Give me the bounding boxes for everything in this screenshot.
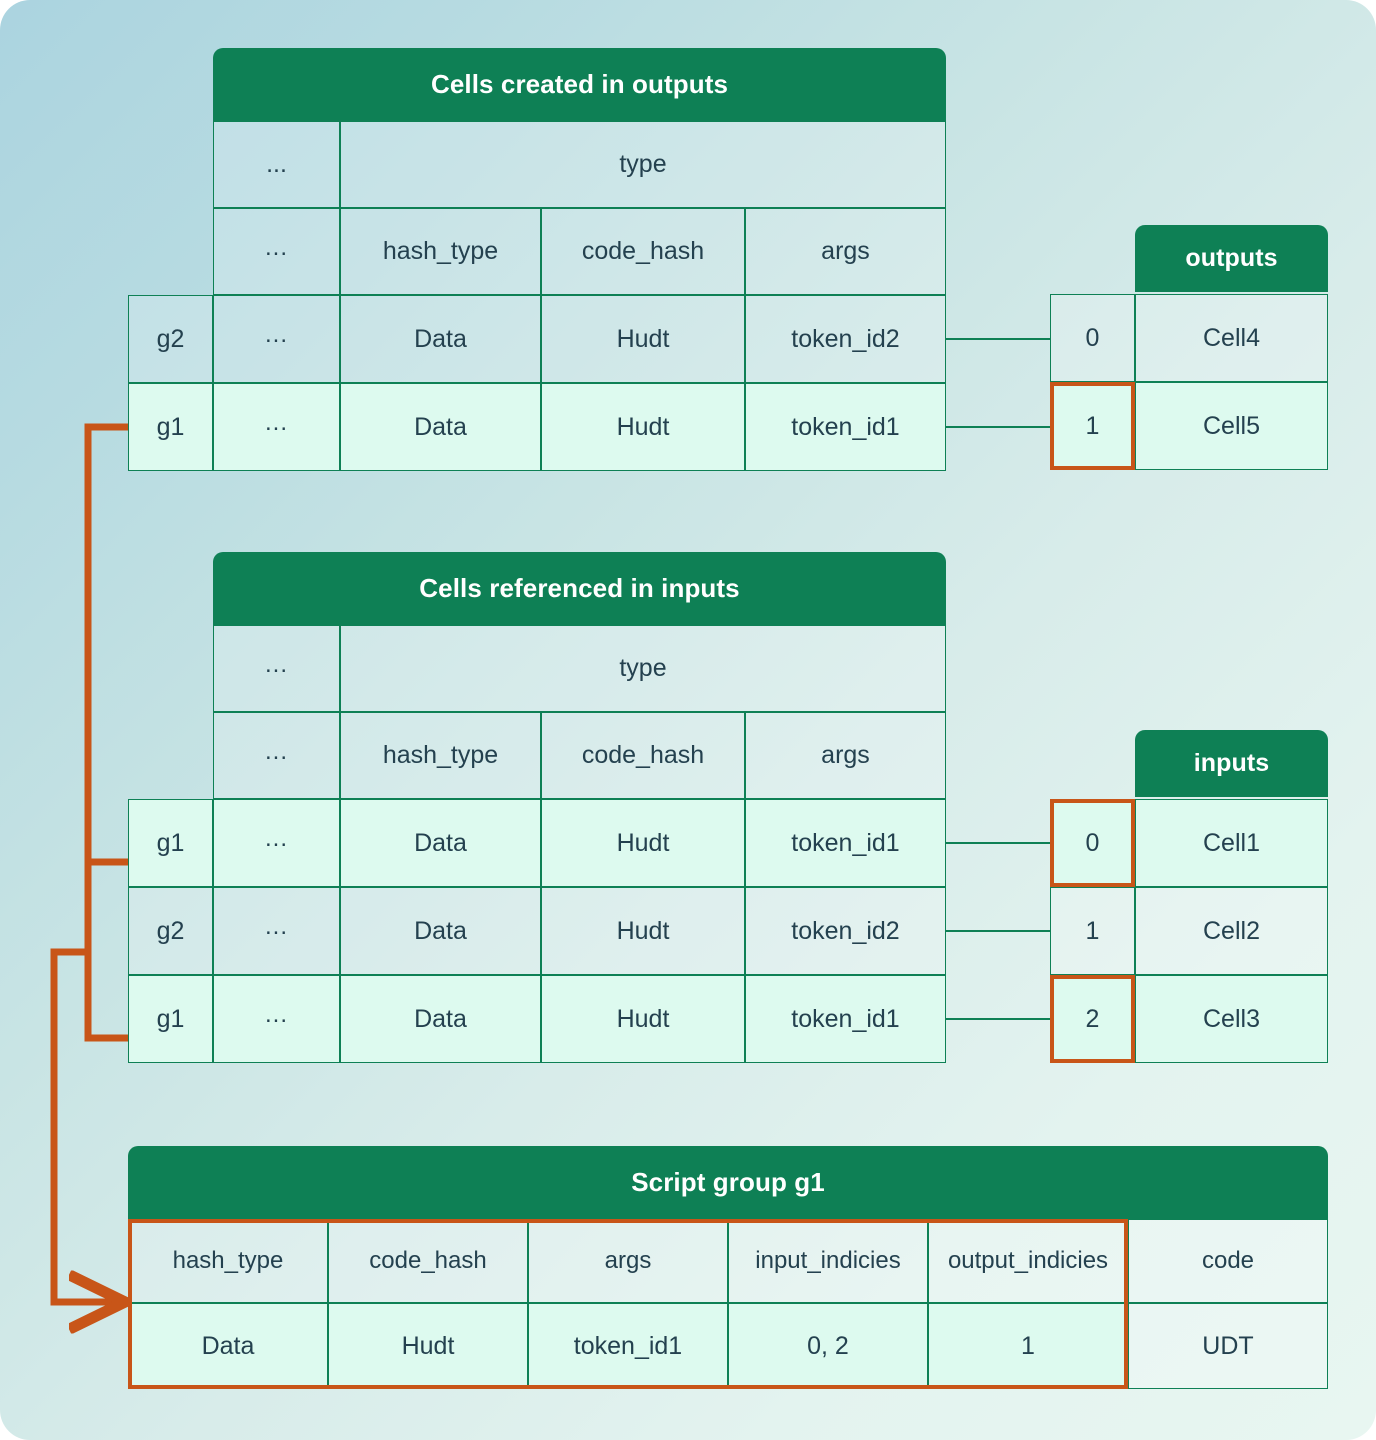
- outputs-index-cell5: Cell5: [1135, 382, 1328, 470]
- outputs-index-table: outputs: [1135, 225, 1328, 292]
- inputs-subcol-dots: ...: [213, 712, 340, 799]
- outputs-subcol-hash-type: hash_type: [340, 208, 541, 295]
- inputs-row1-dots: ...: [213, 887, 340, 975]
- outputs-cells-title: Cells created in outputs: [213, 48, 946, 121]
- outputs-row1-hash-type: Data: [340, 383, 541, 471]
- inputs-cells-table: Cells referenced in inputs: [213, 552, 946, 625]
- inputs-index-cell2: Cell2: [1135, 887, 1328, 975]
- inputs-index-cell3: Cell3: [1135, 975, 1328, 1063]
- inputs-col-dots-top: ...: [213, 625, 340, 712]
- script-group-title: Script group g1: [128, 1146, 1328, 1219]
- sg-value-input-indicies: 0, 2: [728, 1303, 928, 1389]
- inputs-row-group-g1-b: g1: [128, 975, 213, 1063]
- sg-header-code-hash: code_hash: [328, 1219, 528, 1303]
- inputs-row-group-g2: g2: [128, 887, 213, 975]
- inputs-index-cell1: Cell1: [1135, 799, 1328, 887]
- outputs-subcol-dots: ...: [213, 208, 340, 295]
- sg-header-code: code: [1128, 1219, 1328, 1303]
- green-links-inputs: [946, 842, 1050, 1020]
- inputs-row2-dots: ...: [213, 975, 340, 1063]
- inputs-row0-args: token_id1: [745, 799, 946, 887]
- inputs-row-group-g1-a: g1: [128, 799, 213, 887]
- outputs-index-cell4: Cell4: [1135, 294, 1328, 382]
- sg-header-args: args: [528, 1219, 728, 1303]
- sg-header-hash-type: hash_type: [128, 1219, 328, 1303]
- outputs-index-0[interactable]: 0: [1050, 294, 1135, 382]
- outputs-row0-args: token_id2: [745, 295, 946, 383]
- inputs-row0-dots: ...: [213, 799, 340, 887]
- green-links-outputs: [946, 338, 1050, 428]
- outputs-subcol-code-hash: code_hash: [541, 208, 745, 295]
- inputs-index-0[interactable]: 0: [1050, 799, 1135, 887]
- inputs-row2-hash-type: Data: [340, 975, 541, 1063]
- inputs-subcol-args: args: [745, 712, 946, 799]
- sg-value-hash-type: Data: [128, 1303, 328, 1389]
- sg-header-output-indicies: output_indicies: [928, 1219, 1128, 1303]
- inputs-index-2[interactable]: 2: [1050, 975, 1135, 1063]
- orange-script-group-feed: [50, 948, 118, 1302]
- inputs-cells-title: Cells referenced in inputs: [213, 552, 946, 625]
- inputs-row2-code-hash: Hudt: [541, 975, 745, 1063]
- orange-group-bus: [84, 423, 128, 1042]
- inputs-col-type: type: [340, 625, 946, 712]
- outputs-col-dots-top: ...: [213, 121, 340, 208]
- outputs-row1-dots: ...: [213, 383, 340, 471]
- outputs-row-group-g1: g1: [128, 383, 213, 471]
- outputs-index-title: outputs: [1135, 225, 1328, 292]
- outputs-col-type: type: [340, 121, 946, 208]
- outputs-row0-dots: ...: [213, 295, 340, 383]
- inputs-row2-args: token_id1: [745, 975, 946, 1063]
- inputs-row0-code-hash: Hudt: [541, 799, 745, 887]
- inputs-row1-code-hash: Hudt: [541, 887, 745, 975]
- sg-header-input-indicies: input_indicies: [728, 1219, 928, 1303]
- inputs-subcol-code-hash: code_hash: [541, 712, 745, 799]
- outputs-subcol-args: args: [745, 208, 946, 295]
- inputs-subcol-hash-type: hash_type: [340, 712, 541, 799]
- inputs-index-table: inputs: [1135, 730, 1328, 797]
- outputs-cells-table: Cells created in outputs: [213, 48, 946, 121]
- outputs-row1-args: token_id1: [745, 383, 946, 471]
- inputs-index-title: inputs: [1135, 730, 1328, 797]
- inputs-row1-hash-type: Data: [340, 887, 541, 975]
- outputs-row1-code-hash: Hudt: [541, 383, 745, 471]
- inputs-row0-hash-type: Data: [340, 799, 541, 887]
- inputs-row1-args: token_id2: [745, 887, 946, 975]
- sg-value-code-hash: Hudt: [328, 1303, 528, 1389]
- outputs-row0-code-hash: Hudt: [541, 295, 745, 383]
- sg-value-code: UDT: [1128, 1303, 1328, 1389]
- script-group-table: Script group g1: [128, 1146, 1328, 1219]
- outputs-row0-hash-type: Data: [340, 295, 541, 383]
- inputs-index-1[interactable]: 1: [1050, 887, 1135, 975]
- outputs-row-group-g2: g2: [128, 295, 213, 383]
